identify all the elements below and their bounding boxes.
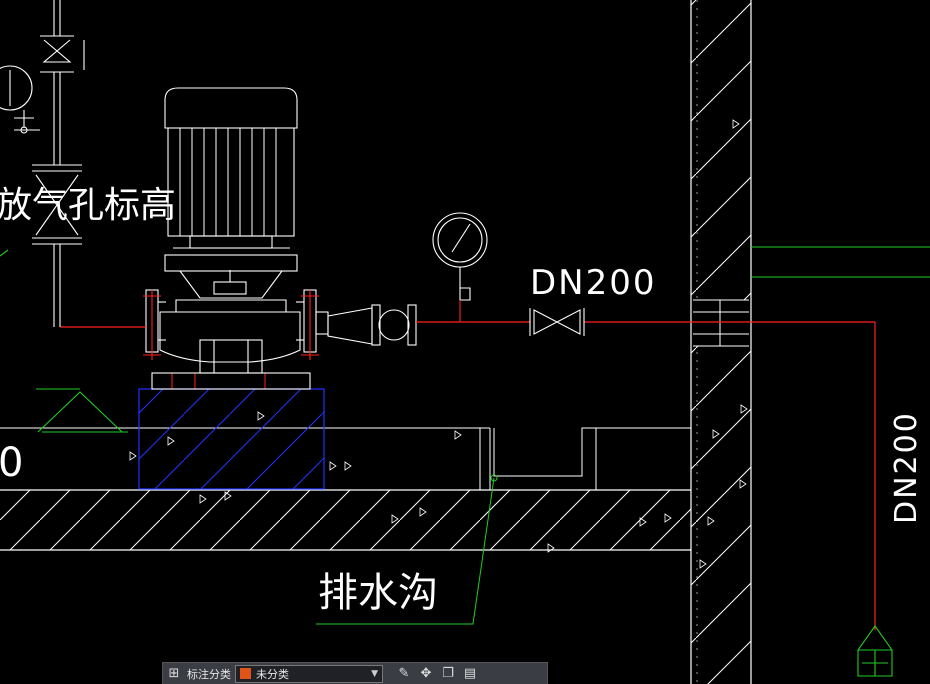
category-select-value: 未分类 xyxy=(256,667,289,681)
concrete-wall xyxy=(690,0,752,684)
annotation-toolbar: ⊞ 标注分类 未分类 ▼ ✎ ✥ ❐ ▤ xyxy=(162,662,548,684)
chevron-down-icon: ▼ xyxy=(371,668,378,679)
category-select[interactable]: 未分类 ▼ xyxy=(235,664,383,683)
air-vent-label: 放气孔标高 xyxy=(0,185,176,226)
vertical-pump xyxy=(143,87,319,390)
drain-outlet xyxy=(857,625,893,677)
dn200-horizontal-label: DN200 xyxy=(530,263,657,303)
drain-leader xyxy=(316,474,498,625)
grid-icon[interactable]: ⊞ xyxy=(168,666,180,681)
air-vent-pipe xyxy=(0,0,85,327)
pressure-gauge xyxy=(432,212,488,322)
move-icon[interactable]: ✥ xyxy=(420,666,432,681)
check-valve xyxy=(315,304,417,346)
svg-text:0: 0 xyxy=(0,440,23,486)
elevation-marker xyxy=(0,249,128,433)
copy-icon[interactable]: ❐ xyxy=(442,666,454,681)
floor-slab xyxy=(0,489,691,553)
category-label: 标注分类 xyxy=(187,667,231,681)
discharge-pipe xyxy=(60,321,876,630)
pump-foundation xyxy=(138,373,325,490)
drain-trench-label: 排水沟 xyxy=(318,570,438,616)
green-guide-lines xyxy=(751,246,930,278)
edit-icon[interactable]: ✎ xyxy=(398,666,410,681)
gate-valve xyxy=(529,308,585,336)
dn200-vertical-label: DN200 xyxy=(889,411,924,524)
category-color-swatch xyxy=(240,668,251,679)
screed-layer: 0 xyxy=(0,427,691,490)
paste-icon[interactable]: ▤ xyxy=(463,666,477,681)
drain-trench xyxy=(479,427,596,490)
